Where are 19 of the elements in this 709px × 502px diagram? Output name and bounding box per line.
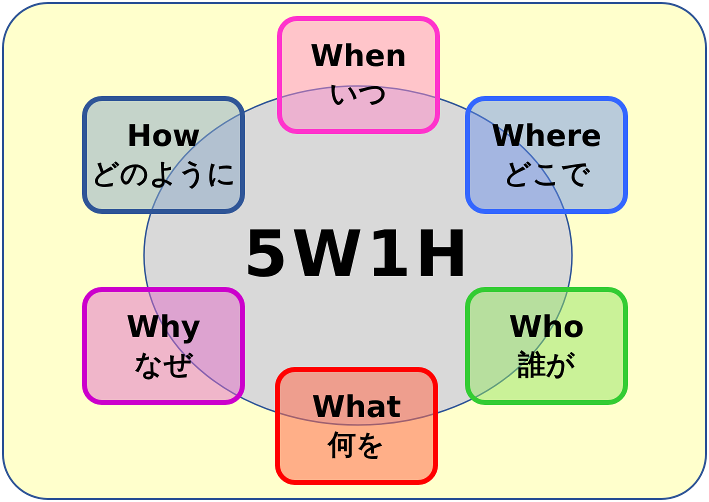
category-box	[277, 16, 440, 134]
japanese-word: なぜ	[134, 347, 192, 384]
category-box	[82, 96, 245, 214]
category-box	[275, 367, 438, 485]
japanese-word: 誰が	[518, 347, 575, 384]
english-word: How	[126, 118, 200, 156]
english-word: When	[310, 38, 407, 76]
category-box	[465, 96, 628, 214]
center-title: 5W1H	[243, 220, 473, 291]
english-word: What	[312, 389, 402, 428]
english-word: Who	[508, 309, 584, 348]
english-word: Where	[492, 118, 602, 156]
japanese-word: どのように	[91, 156, 236, 192]
japanese-word: どこで	[503, 156, 590, 192]
japanese-word: 何を	[328, 427, 385, 464]
english-word: Why	[126, 309, 200, 348]
category-box	[465, 287, 628, 405]
category-box	[82, 287, 245, 405]
japanese-word: いつ	[330, 76, 388, 112]
